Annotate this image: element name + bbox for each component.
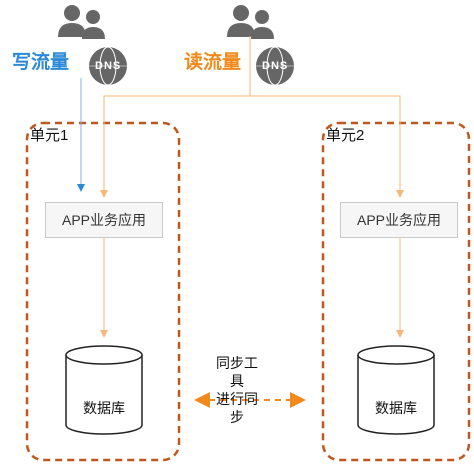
unit-2-label: 单元2 bbox=[326, 127, 365, 144]
write-traffic-label: 写流量 bbox=[12, 52, 70, 73]
sync-tool-caption: 同步工具 进行同步 bbox=[210, 354, 264, 426]
unit-1-label: 单元1 bbox=[30, 127, 69, 144]
dns-label: DNS bbox=[262, 60, 289, 72]
dns-globe-icon bbox=[89, 46, 127, 86]
read-traffic-label: 读流量 bbox=[184, 52, 242, 73]
users-icon bbox=[58, 5, 105, 39]
app-service-box-1: APP业务应用 bbox=[45, 202, 163, 238]
read-flow-line-right bbox=[250, 95, 404, 198]
database-label-2: 数据库 bbox=[375, 400, 417, 416]
database-cylinder-icon bbox=[357, 345, 435, 435]
users-icon bbox=[227, 5, 274, 39]
read-flow-line-left bbox=[100, 36, 251, 198]
sync-caption-line-2: 进行同步 bbox=[216, 391, 258, 425]
dns-globe-icon bbox=[256, 46, 294, 86]
database-cylinder-icon bbox=[65, 345, 143, 435]
sync-caption-line-1: 同步工具 bbox=[216, 355, 258, 389]
dns-label: DNS bbox=[95, 60, 122, 72]
database-label-1: 数据库 bbox=[83, 400, 125, 416]
app-service-box-2: APP业务应用 bbox=[340, 202, 458, 238]
unit-1-border bbox=[25, 121, 181, 462]
unit-2-border bbox=[321, 121, 471, 462]
